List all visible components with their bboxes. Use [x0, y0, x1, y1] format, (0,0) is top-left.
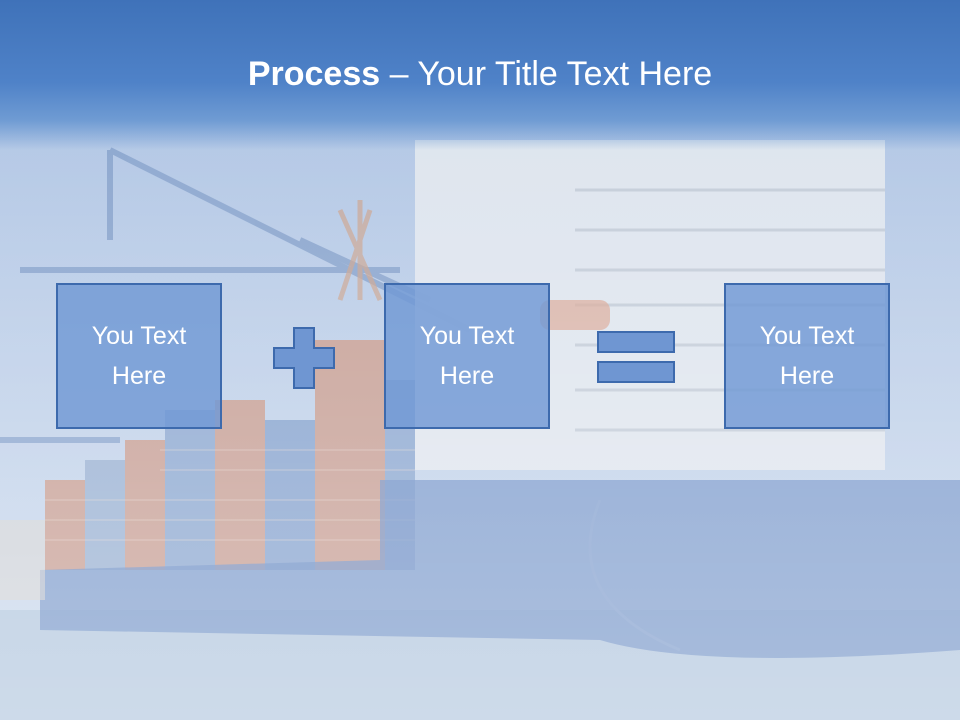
process-box-3[interactable]: You Text Here [724, 283, 890, 429]
title-rest-text: – Your Title Text Here [380, 55, 713, 93]
process-box-1-line1: You Text [91, 322, 187, 350]
process-box-3-line1: You Text [759, 322, 855, 350]
equals-icon [597, 331, 675, 383]
process-box-1-text: You Text Here [92, 316, 187, 396]
slide-title: Process – Your Title Text Here [0, 52, 960, 96]
process-box-1[interactable]: You Text Here [56, 283, 222, 429]
process-box-3-text: You Text Here [760, 316, 855, 396]
process-box-2-line1: You Text [419, 322, 515, 350]
plus-icon [273, 327, 335, 389]
process-box-2[interactable]: You Text Here [384, 283, 550, 429]
title-bar [0, 0, 960, 150]
process-box-1-line2: Here [111, 362, 167, 390]
process-box-2-text: You Text Here [420, 316, 515, 396]
process-box-3-line2: Here [779, 362, 835, 390]
title-bold-text: Process [247, 55, 381, 93]
process-box-2-line2: Here [439, 362, 495, 390]
